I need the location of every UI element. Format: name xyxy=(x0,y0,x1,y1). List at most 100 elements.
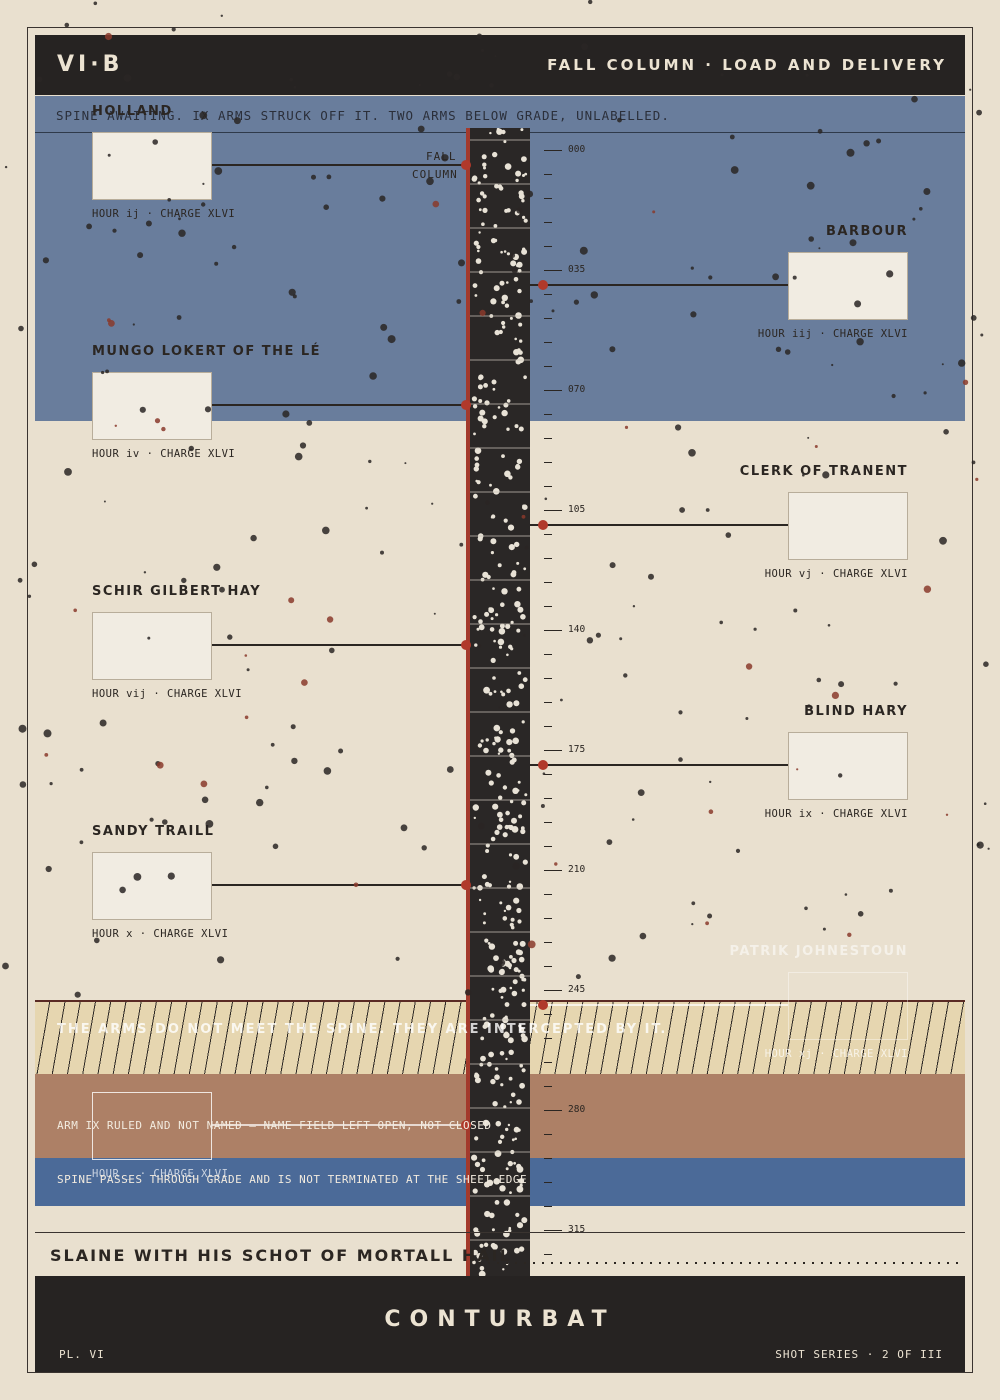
shot-pellet xyxy=(490,298,497,305)
scale-minor-tick xyxy=(544,894,552,895)
shot-pellet xyxy=(510,620,514,624)
shot-pellet xyxy=(502,916,508,921)
shot-pellet xyxy=(473,432,476,436)
shot-pellet xyxy=(499,1051,505,1056)
shot-pellet xyxy=(518,426,524,432)
footer-word: CONTURBAT xyxy=(384,1307,616,1332)
arm-node xyxy=(461,640,471,650)
shot-pellet xyxy=(477,536,483,542)
shot-pellet xyxy=(490,515,494,519)
scale-minor-tick xyxy=(544,966,552,967)
shot-pellet xyxy=(507,1123,511,1127)
shot-pellet xyxy=(521,800,527,806)
shot-pellet xyxy=(491,379,497,385)
shot-pellet xyxy=(492,587,495,590)
shot-pellet xyxy=(501,692,506,697)
scale-minor-tick xyxy=(544,582,552,583)
shot-pellet xyxy=(483,166,486,170)
shot-pellet xyxy=(512,253,519,261)
spine-red-edge xyxy=(466,128,470,1360)
shot-pellet xyxy=(488,780,494,786)
shot-pellet xyxy=(504,163,512,170)
shot-pellet xyxy=(513,897,520,904)
shot-pellet xyxy=(516,628,521,633)
shot-pellet xyxy=(521,248,528,255)
plate-id: VI·B xyxy=(57,52,124,77)
shot-pellet xyxy=(521,156,527,162)
shot-pellet xyxy=(482,1119,490,1127)
arm-name: BARBOUR xyxy=(825,224,908,239)
shot-pellet xyxy=(472,1188,478,1194)
shot-pellet xyxy=(514,337,517,341)
shot-pellet xyxy=(516,263,520,268)
shot-pellet xyxy=(522,504,528,511)
shot-pellet xyxy=(513,700,520,707)
shot-pellet xyxy=(477,249,480,253)
shot-pellet xyxy=(516,586,522,592)
arm-line xyxy=(530,524,788,526)
shot-pellet xyxy=(474,462,480,468)
shot-pellet xyxy=(503,1031,510,1039)
shot-pellet xyxy=(512,737,519,745)
shot-pellet xyxy=(478,208,482,212)
arm-hour-charge: HOUR iv · CHARGE XLVI xyxy=(92,448,236,460)
shot-pellet xyxy=(511,1138,515,1142)
shot-pellet xyxy=(478,619,483,624)
shot-pellet xyxy=(507,524,515,531)
shot-pellet xyxy=(521,199,525,203)
arm-line xyxy=(212,404,466,406)
shot-pellet xyxy=(506,688,511,694)
scale-tick-label: 000 xyxy=(568,144,586,155)
scale-minor-tick xyxy=(544,246,552,247)
scale-minor-tick xyxy=(544,1062,552,1063)
shot-pellet xyxy=(492,676,496,680)
shot-pellet xyxy=(508,880,512,883)
scale-tick-label: 035 xyxy=(568,264,586,275)
shot-pellet xyxy=(516,1222,524,1229)
shot-pellet xyxy=(492,803,499,810)
scale-minor-tick xyxy=(544,1182,552,1183)
shot-pellet xyxy=(514,541,520,548)
shot-pellet xyxy=(516,1099,522,1105)
arm-hour-charge: HOUR x · CHARGE XLVI xyxy=(92,928,229,940)
speckle-dot xyxy=(975,477,979,481)
shot-pellet xyxy=(492,387,496,391)
scale-minor-tick xyxy=(544,1206,552,1207)
shot-pellet xyxy=(472,283,478,288)
arm-name: BLIND HARY xyxy=(804,704,908,719)
shot-pellet xyxy=(484,400,490,406)
shot-pellet xyxy=(516,458,523,465)
shot-pellet xyxy=(496,773,501,778)
shot-pellet xyxy=(471,1154,478,1161)
header-bar xyxy=(35,35,965,95)
shot-pellet xyxy=(483,383,488,388)
shot-pellet xyxy=(516,1185,524,1193)
shot-pellet xyxy=(500,996,504,999)
arm-image-box xyxy=(92,372,212,440)
scale-minor-tick xyxy=(544,462,552,463)
shot-pellet xyxy=(481,222,485,226)
shot-pellet xyxy=(522,677,528,683)
shot-pellet xyxy=(506,427,510,431)
shot-pellet xyxy=(490,617,494,621)
shot-pellet xyxy=(501,129,506,135)
shot-pellet xyxy=(511,957,517,964)
shot-pellet xyxy=(523,218,528,223)
arm-node xyxy=(461,400,471,410)
shot-pellet xyxy=(519,1063,523,1068)
shot-pellet xyxy=(500,1134,505,1139)
arm-hour-charge: HOUR ix · CHARGE XLVI xyxy=(764,808,908,820)
shot-pellet xyxy=(521,1002,527,1008)
arm-image-box xyxy=(92,852,212,920)
shot-pellet xyxy=(521,988,525,992)
scale-major-tick xyxy=(544,270,562,271)
shot-pellet xyxy=(506,281,509,284)
shot-pellet xyxy=(497,184,503,189)
shot-pellet xyxy=(517,919,522,924)
shot-pellet xyxy=(497,406,501,409)
shot-pellet xyxy=(479,191,485,196)
shot-pellet xyxy=(511,757,517,763)
scale-major-tick xyxy=(544,1110,562,1111)
shot-pellet xyxy=(504,470,511,478)
shot-pellet xyxy=(488,1051,494,1058)
